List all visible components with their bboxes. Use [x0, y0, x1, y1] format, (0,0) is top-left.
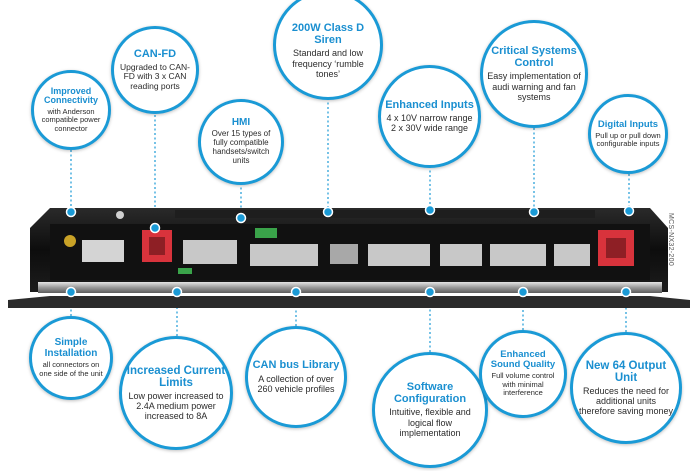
- mounting-flange: [8, 296, 690, 308]
- callout-class-d-siren: 200W Class D Siren Standard and low freq…: [273, 0, 383, 100]
- callout-desc: Low power increased to 2.4A medium power…: [128, 390, 224, 422]
- callout-desc: 4 x 10V narrow range 2 x 30V wide range: [386, 113, 473, 134]
- connector-block-1: [183, 240, 237, 264]
- callout-digital-inputs: Digital Inputs Pull up or pull down conf…: [588, 94, 668, 174]
- callout-desc: A collection of over 260 vehicle profile…: [257, 373, 335, 394]
- callout-desc: Full volume control with minimal interfe…: [491, 371, 555, 398]
- connector-block-5: [490, 244, 546, 266]
- callout-title: Increased Current Limits: [126, 364, 226, 389]
- callout-title: Simple Installation: [44, 337, 98, 359]
- callout-critical-systems: Critical Systems Control Easy implementa…: [480, 20, 588, 128]
- anchor-dots: [65, 204, 635, 298]
- callout-desc: with Anderson compatible power connector: [41, 106, 101, 133]
- callout-title: Enhanced Sound Quality: [490, 349, 556, 371]
- connector-block-2: [250, 244, 318, 266]
- top-label-strip: [175, 210, 595, 218]
- callout-title: 200W Class D Siren: [291, 22, 365, 46]
- callout-simple-installation: Simple Installation all connectors on on…: [29, 316, 113, 400]
- callout-sound-quality: Enhanced Sound Quality Full volume contr…: [479, 330, 567, 418]
- chrome-rail: [38, 282, 662, 293]
- callout-increased-current: Increased Current Limits Low power incre…: [119, 336, 233, 450]
- callout-title: CAN-FD: [133, 47, 177, 60]
- callout-desc: Upgraded to CAN-FD with 3 x CAN reading …: [120, 61, 190, 91]
- green-terminal-2: [178, 268, 192, 274]
- callout-improved-connectivity: Improved Connectivity with Anderson comp…: [31, 70, 111, 150]
- callout-new-64-output: New 64 Output Unit Reduces the need for …: [570, 332, 682, 444]
- connector-block-6: [554, 244, 590, 266]
- callout-title: Enhanced Inputs: [385, 98, 474, 111]
- callout-title: CAN bus Library: [252, 359, 340, 372]
- callout-desc: Pull up or pull down configurable inputs: [595, 130, 661, 148]
- callout-desc: Over 15 types of fully compatible handse…: [211, 129, 271, 166]
- callout-desc: Intuitive, flexible and logical flow imp…: [389, 407, 471, 438]
- callout-enhanced-inputs: Enhanced Inputs 4 x 10V narrow range 2 x…: [378, 65, 481, 168]
- model-label: MCS-NX32-200: [667, 213, 674, 267]
- callout-desc: Easy implementation of audi warning and …: [487, 71, 581, 102]
- callout-desc: Standard and low frequency ‘rumble tones…: [292, 48, 364, 79]
- callout-title: New 64 Output Unit: [585, 359, 667, 384]
- callout-title: Improved Connectivity: [43, 85, 98, 106]
- callout-can-bus-library: CAN bus Library A collection of over 260…: [245, 326, 347, 428]
- callout-software-config: Software Configuration Intuitive, flexib…: [372, 352, 488, 468]
- callout-title: HMI: [231, 116, 251, 128]
- callout-title: Digital Inputs: [597, 118, 659, 130]
- anderson-connector-right-face: [606, 238, 626, 258]
- brand-logo-icon: [116, 211, 124, 219]
- callout-desc: Reduces the need for additional units th…: [578, 385, 674, 417]
- connector-block-3: [368, 244, 430, 266]
- callout-desc: all connectors on one side of the unit: [39, 360, 103, 378]
- fuse-holder: [64, 235, 76, 247]
- power-connector: [82, 240, 124, 262]
- leader-lines: [70, 98, 630, 352]
- green-terminal: [255, 228, 277, 238]
- ethernet-port: [330, 244, 358, 264]
- callout-title: Software Configuration: [393, 381, 467, 405]
- anderson-connector-left-face: [149, 237, 165, 255]
- connector-block-4: [440, 244, 482, 266]
- callout-title: Critical Systems Control: [491, 45, 577, 69]
- control-unit: [8, 208, 690, 308]
- callout-hmi: HMI Over 15 types of fully compatible ha…: [198, 99, 284, 185]
- callout-can-fd: CAN-FD Upgraded to CAN-FD with 3 x CAN r…: [111, 26, 199, 114]
